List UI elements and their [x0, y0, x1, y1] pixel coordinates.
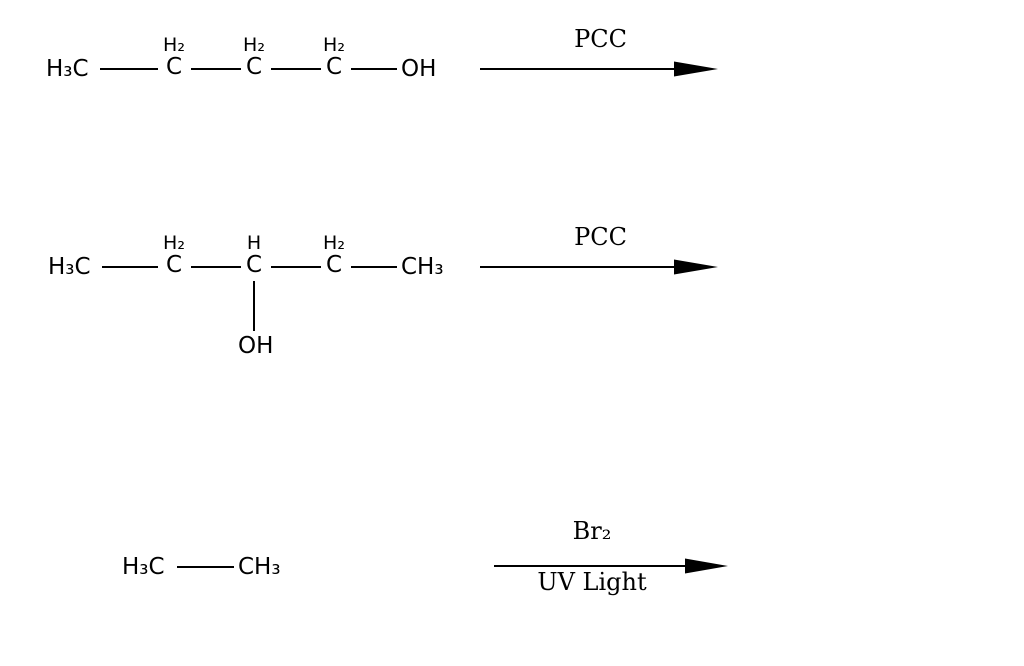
reaction-arrow-icon: [494, 558, 728, 574]
h2-label: H₂: [323, 34, 345, 56]
bond: [351, 266, 397, 268]
hydroxyl-terminal: OH: [401, 56, 437, 82]
ch2-group: H₂ C: [319, 233, 349, 277]
h-label: H: [246, 232, 262, 254]
h2-label: H₂: [243, 34, 265, 56]
ch2-group: H₂ C: [319, 35, 349, 79]
h2-label: H₂: [163, 232, 185, 254]
terminal-methyl: CH₃: [238, 554, 281, 580]
reagent-label: PCC: [574, 223, 627, 251]
terminal-methyl: H₃C: [46, 56, 89, 82]
terminal-methyl: H₃C: [48, 254, 91, 280]
bond: [351, 68, 397, 70]
reagent-label-below: UV Light: [537, 568, 647, 596]
carbon-atom: C: [325, 252, 343, 278]
ch2-group: H₂ C: [239, 35, 269, 79]
carbon-atom: C: [165, 252, 183, 278]
bond: [100, 68, 158, 70]
reaction-arrow-icon: [480, 61, 718, 77]
bond-vertical: [253, 281, 255, 331]
bond: [271, 266, 321, 268]
reagent-label-above: Br₂: [572, 517, 612, 545]
carbon-atom: C: [245, 54, 263, 80]
ch2-group: H₂ C: [159, 35, 189, 79]
bond: [102, 266, 158, 268]
ch2-group: H₂ C: [159, 233, 189, 277]
bond: [191, 266, 241, 268]
bond: [191, 68, 241, 70]
h2-label: H₂: [163, 34, 185, 56]
carbon-atom: C: [325, 54, 343, 80]
reagent-label: PCC: [574, 25, 627, 53]
reaction-arrow-icon: [480, 259, 718, 275]
hydroxyl-substituent: OH: [238, 333, 274, 359]
bond: [271, 68, 321, 70]
carbon-atom: C: [165, 54, 183, 80]
bond: [177, 566, 234, 568]
choh-group: H C: [239, 233, 269, 277]
carbon-atom: C: [245, 252, 263, 278]
terminal-methyl: H₃C: [122, 554, 165, 580]
terminal-methyl: CH₃: [401, 254, 444, 280]
h2-label: H₂: [323, 232, 345, 254]
